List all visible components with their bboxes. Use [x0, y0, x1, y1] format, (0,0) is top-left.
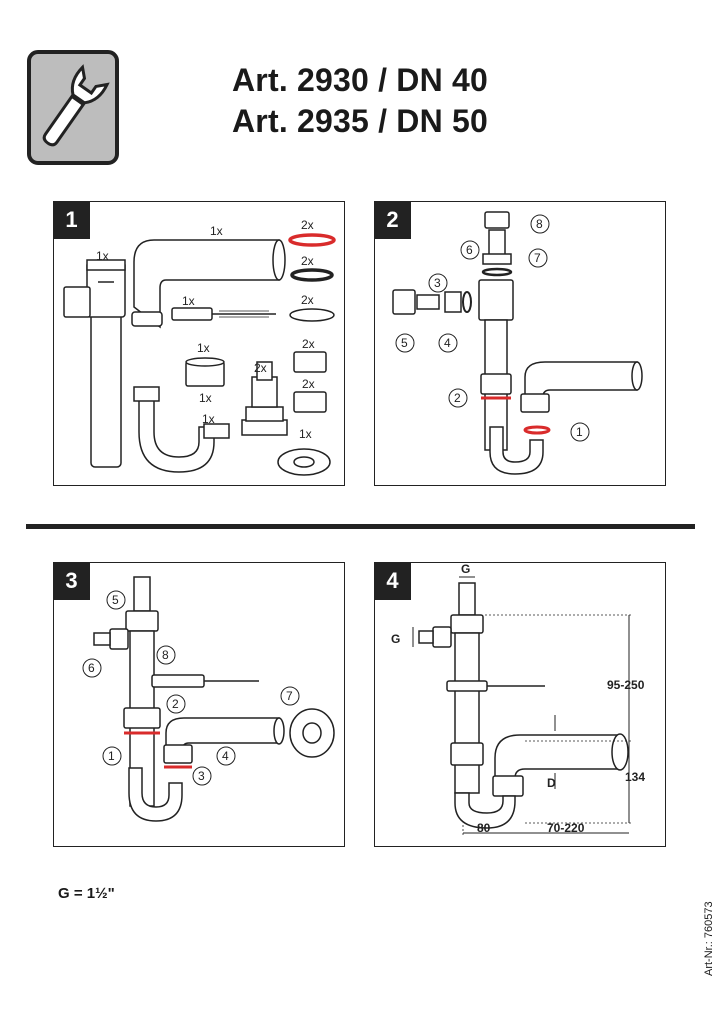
callout: 4: [444, 336, 451, 350]
step-number: 4: [374, 562, 411, 600]
title-line-2: Art. 2935 / DN 50: [232, 103, 488, 139]
callout: 8: [536, 217, 543, 231]
callout: 3: [434, 276, 441, 290]
title-line-1: Art. 2930 / DN 40: [232, 62, 488, 98]
qty-label: 2x: [301, 293, 314, 307]
g-note: G = 1½": [58, 885, 115, 902]
callout: 7: [286, 689, 293, 703]
dim-length: 70-220: [547, 821, 585, 835]
step-3-panel: 3 5 6 8 2 7 1 4 3: [53, 562, 345, 847]
dim-g-left: G: [391, 632, 400, 646]
callout: 5: [112, 593, 119, 607]
qty-label: 2x: [301, 218, 314, 232]
qty-label: 2x: [254, 361, 267, 375]
callout: 4: [222, 749, 229, 763]
article-number: Art-Nr.: 760573: [703, 901, 715, 976]
callout: 2: [454, 391, 461, 405]
callout: 7: [534, 251, 541, 265]
step-4-panel: 4 G G 95-250: [374, 562, 666, 847]
callout: 6: [466, 243, 473, 257]
qty-label: 1x: [197, 341, 210, 355]
callout: 8: [162, 648, 169, 662]
step-number: 3: [53, 562, 90, 600]
callout: 3: [198, 769, 205, 783]
dim-offset: 80: [477, 821, 491, 835]
step-1-panel: 1 1x: [53, 201, 345, 486]
qty-label: 1x: [210, 224, 223, 238]
qty-label: 1x: [182, 294, 195, 308]
dim-g-top: G: [461, 563, 470, 576]
qty-label: 1x: [202, 412, 215, 426]
step-number: 1: [53, 201, 90, 239]
callout: 2: [172, 697, 179, 711]
callout: 6: [88, 661, 95, 675]
step-number: 2: [374, 201, 411, 239]
dim-height: 95-250: [607, 678, 645, 692]
step-2-panel: 2 8 7 6 3 5 4 2 1: [374, 201, 666, 486]
qty-label: 1x: [199, 391, 212, 405]
qty-label: 1x: [96, 249, 109, 263]
qty-label: 2x: [301, 254, 314, 268]
qty-label: 2x: [302, 337, 315, 351]
section-divider: [26, 524, 695, 529]
callout: 1: [108, 749, 115, 763]
dim-d: D: [547, 776, 556, 790]
callout: 5: [401, 336, 408, 350]
callout: 1: [576, 425, 583, 439]
wrench-icon: [27, 50, 119, 165]
dim-depth: 134: [625, 770, 645, 784]
qty-label: 1x: [299, 427, 312, 441]
qty-label: 2x: [302, 377, 315, 391]
